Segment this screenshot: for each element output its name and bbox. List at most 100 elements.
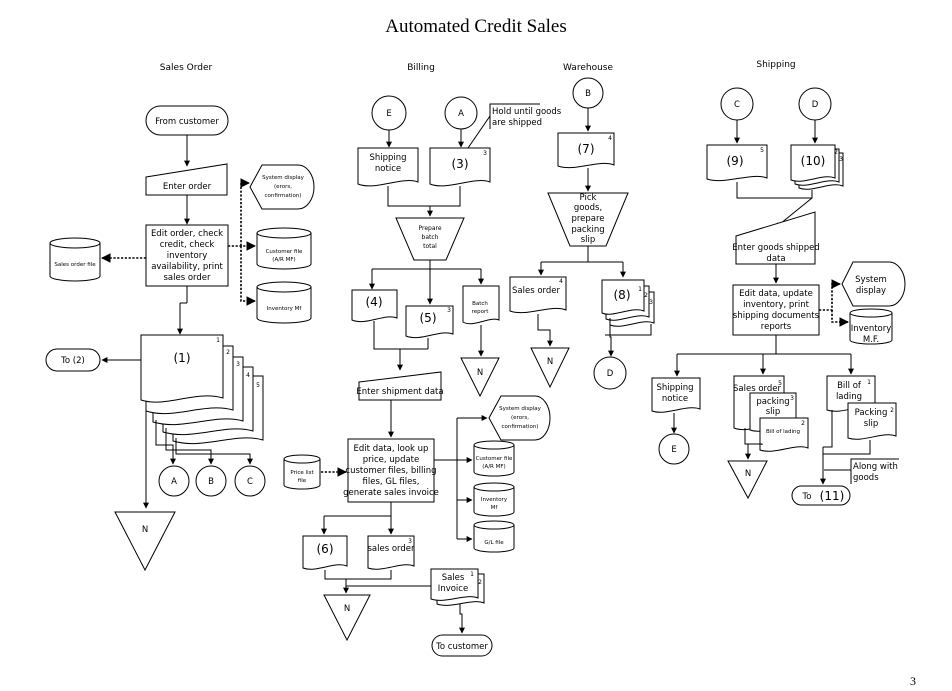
svg-text:Sales order: Sales order [733,384,781,394]
svg-text:(3): (3) [452,157,469,171]
svg-text:4: 4 [246,372,250,379]
connector-e-billing: E [371,95,407,131]
bill-of-lading-doc-small: Bill of lading 2 [759,417,809,452]
svg-text:E: E [671,445,676,455]
svg-text:System display: System display [499,406,542,412]
price-list-file-disk: Price list file [283,454,321,490]
svg-text:(A/R MF): (A/R MF) [272,257,295,263]
along-with-goods-annotation: Along with goods [824,458,899,484]
svg-text:Pick: Pick [580,193,597,203]
svg-text:2: 2 [890,407,894,414]
svg-text:slip: slip [581,235,596,245]
svg-text:notice: notice [375,164,401,174]
svg-text:To customer: To customer [435,642,488,652]
svg-text:System display: System display [262,175,305,181]
edit-data-billing-process: Edit data, look up price, update custome… [343,438,439,503]
svg-text:(9): (9) [727,154,744,168]
svg-text:sales order: sales order [163,273,211,283]
svg-text:4: 4 [608,135,612,142]
page-number: 3 [910,674,916,688]
svg-text:From customer: From customer [155,117,219,127]
connector-c-sales: C [234,465,266,497]
svg-text:N: N [547,357,553,367]
svg-text:Inventory: Inventory [851,324,892,334]
svg-text:Shipping: Shipping [369,153,406,163]
connector-b-sales: B [195,465,227,497]
svg-text:(erors,: (erors, [511,415,529,421]
batch-report-doc: Batch report [462,285,500,325]
svg-text:2: 2 [801,420,805,427]
svg-text:Price list: Price list [290,470,314,476]
svg-text:System: System [855,275,887,285]
system-display-shipping: System display [841,261,906,307]
svg-text:slip: slip [864,419,879,429]
svg-text:N: N [745,469,751,479]
document-9: (9) 5 [706,144,768,182]
svg-text:sales order: sales order [367,544,415,554]
svg-text:1: 1 [470,571,474,578]
svg-text:A: A [458,109,464,119]
svg-text:N: N [344,604,350,614]
connector-a-billing: A [444,96,478,130]
svg-text:3: 3 [483,150,487,157]
system-display-sales: System display (erors, confirmation) [249,164,315,210]
svg-text:Sales order file: Sales order file [54,262,96,268]
svg-text:goods: goods [853,473,879,483]
svg-text:generate sales invoice: generate sales invoice [343,488,439,498]
svg-text:To (2): To (2) [60,356,85,366]
connector-c-shipping: C [720,87,754,121]
svg-text:(10): (10) [801,154,826,168]
svg-text:B: B [585,89,591,99]
svg-text:C: C [734,100,740,110]
svg-text:confirmation): confirmation) [502,424,539,430]
svg-text:Sales order: Sales order [512,286,560,296]
document-3: (3) 3 [429,147,491,187]
svg-text:Enter shipment data: Enter shipment data [356,387,443,397]
to-customer-terminal: To customer [431,634,493,657]
svg-text:packing: packing [756,397,789,407]
svg-text:inventory, print: inventory, print [743,300,809,310]
svg-text:Along with: Along with [853,462,898,472]
svg-text:reports: reports [761,322,792,332]
svg-text:To: To [802,492,812,502]
svg-text:3: 3 [839,156,843,163]
svg-text:Enter goods shipped: Enter goods shipped [732,243,819,253]
connector-b-warehouse: B [572,77,604,109]
svg-text:1: 1 [216,337,220,344]
document-4: (4) [351,289,398,323]
svg-text:total: total [423,243,437,250]
sales-order-doc-billing: sales order 3 [367,535,415,570]
svg-text:2: 2 [478,579,482,586]
offline-file-n-shipping: N [727,460,768,500]
document-8: (8) 1 2 3 [601,279,655,327]
system-display-billing: System display (erors, confirmation) [488,395,551,441]
svg-text:D: D [607,369,614,379]
svg-text:G/L file: G/L file [484,540,504,546]
svg-text:lading: lading [836,392,862,402]
to-2-terminal: To (2) [45,348,101,372]
svg-text:Bill of: Bill of [837,381,862,391]
customer-file-disk-billing: Customer file (A/R MF) [473,440,515,477]
svg-text:Customer file: Customer file [476,456,513,462]
svg-text:(8): (8) [614,288,631,302]
bill-of-lading-doc: Bill of lading 1 [826,375,876,412]
svg-text:shipping documents: shipping documents [733,311,820,321]
svg-text:Prepare: Prepare [418,225,441,232]
svg-text:B: B [208,477,214,487]
svg-text:display: display [856,286,886,296]
column-heading-sales-order: Sales Order [160,63,213,73]
svg-text:Bill of lading: Bill of lading [766,429,800,435]
document-6: (6) [302,535,348,570]
svg-text:goods,: goods, [574,203,602,213]
hold-note-annotation: Hold until goods are shipped [467,103,562,149]
svg-text:slip: slip [766,407,781,417]
svg-text:3: 3 [236,361,240,368]
inventory-mf-disk-sales: Inventory Mf [256,281,312,324]
svg-text:(erors,: (erors, [274,184,292,190]
enter-goods-shipped-input: Enter goods shipped data [732,211,820,265]
svg-text:2: 2 [226,349,230,356]
inventory-mf-disk-shipping: Inventory M.F. [849,308,893,345]
svg-text:A: A [171,477,177,487]
shipping-notice-doc-billing: Shipping notice [357,147,419,187]
inventory-mf-disk-billing: Inventory Mf [473,482,515,517]
